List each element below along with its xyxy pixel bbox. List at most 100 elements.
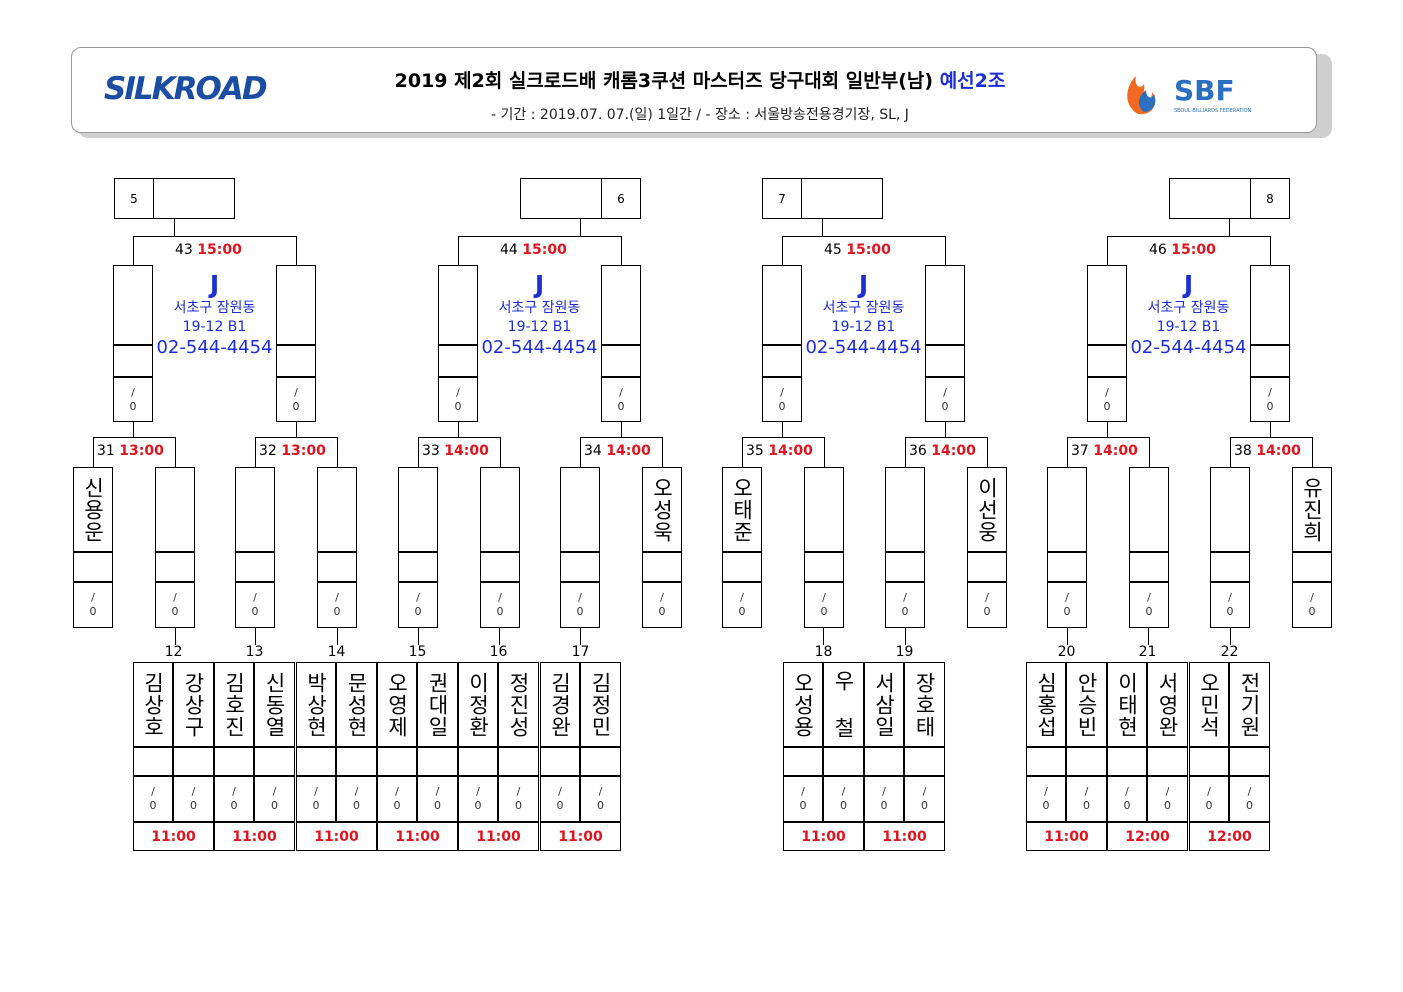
- score-cell[interactable]: / 0: [1107, 776, 1147, 822]
- score-cell[interactable]: / 0: [580, 776, 621, 822]
- sub-cell[interactable]: [1210, 552, 1250, 582]
- sub-cell[interactable]: [1026, 747, 1066, 776]
- venue-phone[interactable]: 02-544-4454: [805, 337, 922, 358]
- player-cell[interactable]: [925, 265, 965, 345]
- venue-phone[interactable]: 02-544-4454: [1130, 337, 1247, 358]
- player-cell[interactable]: [1129, 467, 1169, 552]
- sub-cell[interactable]: [1107, 747, 1147, 776]
- score-cell[interactable]: / 0: [438, 377, 478, 422]
- player-cell[interactable]: 전기원: [1229, 662, 1270, 747]
- sub-cell[interactable]: [1047, 552, 1087, 582]
- sub-cell[interactable]: [601, 345, 641, 377]
- sub-cell[interactable]: [498, 747, 539, 776]
- venue-phone[interactable]: 02-544-4454: [481, 337, 598, 358]
- player-cell[interactable]: 오태준: [722, 467, 762, 552]
- score-cell[interactable]: / 0: [1250, 377, 1290, 422]
- score-cell[interactable]: / 0: [1047, 582, 1087, 628]
- sub-cell[interactable]: [904, 747, 945, 776]
- score-cell[interactable]: / 0: [133, 776, 173, 822]
- player-cell[interactable]: [885, 467, 925, 552]
- score-cell[interactable]: / 0: [1210, 582, 1250, 628]
- player-cell[interactable]: 강상구: [173, 662, 214, 747]
- sub-cell[interactable]: [1129, 552, 1169, 582]
- player-cell[interactable]: [480, 467, 520, 552]
- sub-cell[interactable]: [967, 552, 1007, 582]
- sub-cell[interactable]: [73, 552, 113, 582]
- score-cell[interactable]: / 0: [642, 582, 682, 628]
- player-cell[interactable]: 문성현: [336, 662, 377, 747]
- sub-cell[interactable]: [254, 747, 295, 776]
- score-cell[interactable]: / 0: [458, 776, 498, 822]
- score-cell[interactable]: / 0: [480, 582, 520, 628]
- sub-cell[interactable]: [783, 747, 823, 776]
- player-cell[interactable]: 이태현: [1107, 662, 1147, 747]
- sub-cell[interactable]: [214, 747, 254, 776]
- sub-cell[interactable]: [722, 552, 762, 582]
- sub-cell[interactable]: [540, 747, 580, 776]
- score-cell[interactable]: / 0: [601, 377, 641, 422]
- sub-cell[interactable]: [762, 345, 802, 377]
- player-cell[interactable]: 김정민: [580, 662, 621, 747]
- player-cell[interactable]: 김상호: [133, 662, 173, 747]
- score-cell[interactable]: / 0: [885, 582, 925, 628]
- sub-cell[interactable]: [317, 552, 357, 582]
- score-cell[interactable]: / 0: [113, 377, 153, 422]
- player-cell[interactable]: 유진희: [1292, 467, 1332, 552]
- player-cell[interactable]: 심홍섭: [1026, 662, 1066, 747]
- venue-phone[interactable]: 02-544-4454: [156, 337, 273, 358]
- player-cell[interactable]: [155, 467, 195, 552]
- player-cell[interactable]: [235, 467, 275, 552]
- player-cell[interactable]: [601, 265, 641, 345]
- score-cell[interactable]: / 0: [296, 776, 336, 822]
- score-cell[interactable]: / 0: [254, 776, 295, 822]
- player-cell[interactable]: [1250, 265, 1290, 345]
- player-cell[interactable]: [438, 265, 478, 345]
- score-cell[interactable]: / 0: [336, 776, 377, 822]
- sub-cell[interactable]: [1250, 345, 1290, 377]
- player-cell[interactable]: [762, 265, 802, 345]
- sub-cell[interactable]: [235, 552, 275, 582]
- player-cell[interactable]: 박상현: [296, 662, 336, 747]
- score-cell[interactable]: / 0: [235, 582, 275, 628]
- sub-cell[interactable]: [1189, 747, 1229, 776]
- sub-cell[interactable]: [1229, 747, 1270, 776]
- player-cell[interactable]: 오영제: [377, 662, 417, 747]
- sub-cell[interactable]: [804, 552, 844, 582]
- score-cell[interactable]: / 0: [1087, 377, 1127, 422]
- sub-cell[interactable]: [173, 747, 214, 776]
- sub-cell[interactable]: [438, 345, 478, 377]
- player-cell[interactable]: 이선웅: [967, 467, 1007, 552]
- player-cell[interactable]: 오성용: [783, 662, 823, 747]
- player-cell[interactable]: 김경완: [540, 662, 580, 747]
- sub-cell[interactable]: [1292, 552, 1332, 582]
- player-cell[interactable]: 정진성: [498, 662, 539, 747]
- sub-cell[interactable]: [642, 552, 682, 582]
- sub-cell[interactable]: [480, 552, 520, 582]
- sub-cell[interactable]: [1087, 345, 1127, 377]
- score-cell[interactable]: / 0: [864, 776, 904, 822]
- sub-cell[interactable]: [276, 345, 316, 377]
- score-cell[interactable]: / 0: [1147, 776, 1188, 822]
- score-cell[interactable]: / 0: [398, 582, 438, 628]
- sub-cell[interactable]: [864, 747, 904, 776]
- sub-cell[interactable]: [113, 345, 153, 377]
- score-cell[interactable]: / 0: [762, 377, 802, 422]
- player-cell[interactable]: [317, 467, 357, 552]
- sub-cell[interactable]: [377, 747, 417, 776]
- score-cell[interactable]: / 0: [1229, 776, 1270, 822]
- score-cell[interactable]: / 0: [925, 377, 965, 422]
- sub-cell[interactable]: [1066, 747, 1107, 776]
- sub-cell[interactable]: [133, 747, 173, 776]
- score-cell[interactable]: / 0: [155, 582, 195, 628]
- sub-cell[interactable]: [336, 747, 377, 776]
- player-cell[interactable]: 김호진: [214, 662, 254, 747]
- player-cell[interactable]: 안승빈: [1066, 662, 1107, 747]
- sub-cell[interactable]: [885, 552, 925, 582]
- sub-cell[interactable]: [1147, 747, 1188, 776]
- sub-cell[interactable]: [925, 345, 965, 377]
- player-cell[interactable]: [1047, 467, 1087, 552]
- sub-cell[interactable]: [823, 747, 864, 776]
- score-cell[interactable]: / 0: [1129, 582, 1169, 628]
- score-cell[interactable]: / 0: [377, 776, 417, 822]
- score-cell[interactable]: / 0: [1189, 776, 1229, 822]
